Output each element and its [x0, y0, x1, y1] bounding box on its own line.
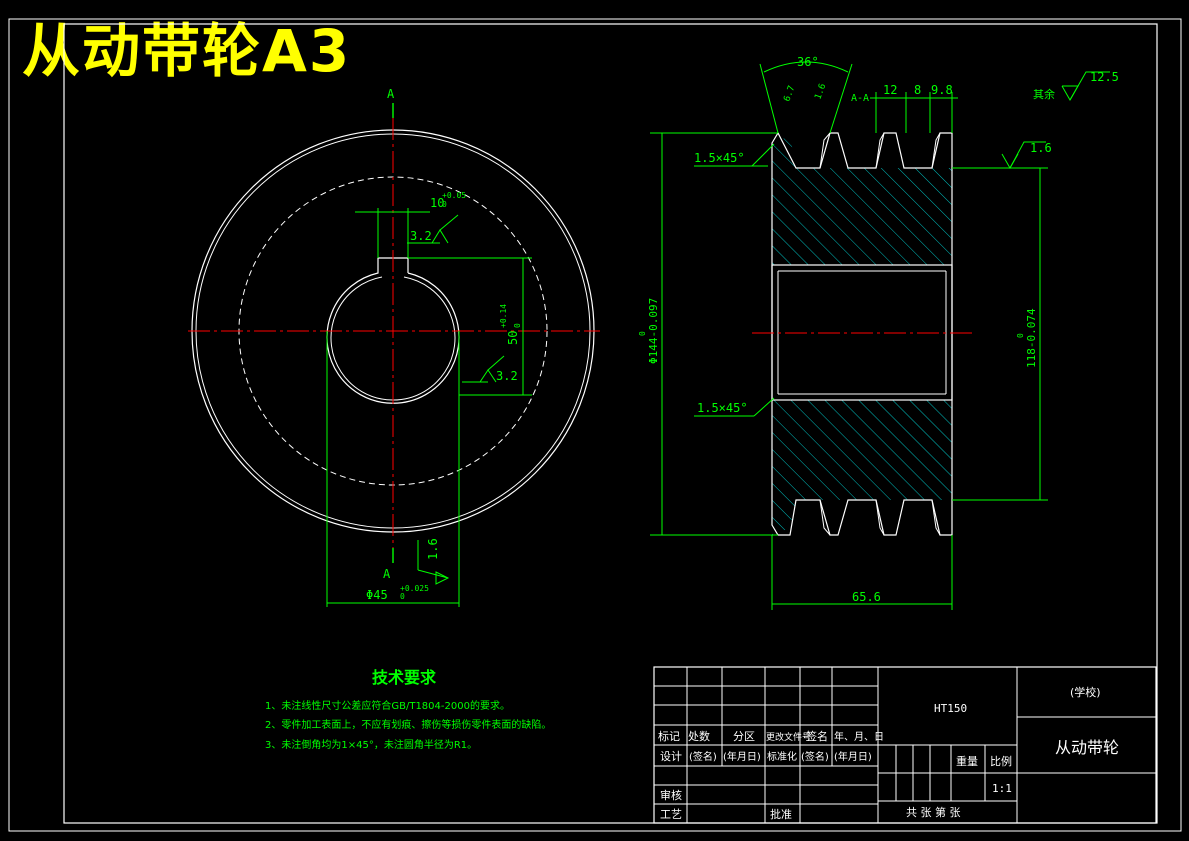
key-width-tol-upper: +0.05: [442, 191, 466, 200]
tb-approve: 批准: [770, 807, 792, 821]
pitch-2: 8: [914, 83, 921, 97]
tb-sheets: 共 张 第 张: [906, 805, 961, 819]
roughness-key-text: 3.2: [410, 229, 432, 243]
upper-hatch: [772, 136, 952, 265]
front-view: [188, 103, 600, 607]
tb-header: 更改文件号: [766, 731, 811, 743]
section-label: A-A: [851, 93, 869, 104]
chamfer-top-text: 1.5×45°: [694, 151, 745, 165]
tech-req-item: 3、未注倒角均为1×45°，未注圆角半径为R1。: [265, 738, 477, 751]
roughness-bore-text: 1.6: [426, 538, 440, 560]
tb-standard-date: (年月日): [834, 750, 872, 763]
tb-header: 处数: [688, 730, 710, 743]
tb-standard-sign: (签名): [801, 750, 829, 763]
key-depth-text: 50: [506, 331, 520, 345]
tb-process: 工艺: [660, 808, 682, 821]
section-label-bottom: A: [383, 567, 391, 581]
tb-scale-label: 比例: [990, 754, 1012, 768]
roughness-rim-text: 1.6: [1030, 141, 1052, 155]
drawing-title: 从动带轮A3: [22, 17, 352, 85]
tb-design-sign: (签名): [689, 750, 717, 763]
key-width-text: 10: [430, 196, 444, 210]
section-view: [650, 61, 1110, 610]
roughness-key-side-text: 3.2: [496, 369, 518, 383]
key-width-tol-lower: 0: [442, 200, 447, 209]
tb-design-date: (年月日): [723, 750, 761, 763]
bore-keyway-outline: [326, 257, 460, 404]
outer-dia-upper: 0: [638, 331, 647, 336]
groove-dim-a: 6.7: [782, 84, 797, 103]
tb-school: (学校): [1070, 685, 1101, 699]
tb-review: 审核: [660, 788, 682, 802]
tb-weight-label: 重量: [956, 754, 978, 768]
key-depth-tol-lower: 0: [513, 323, 522, 328]
tb-standard: 标准化: [767, 750, 797, 763]
tb-header: 分区: [733, 730, 755, 743]
section-outline: [771, 131, 953, 536]
tech-req-heading: 技术要求: [372, 668, 437, 687]
width-text: 65.6: [852, 590, 881, 604]
tb-part-name: 从动带轮: [1055, 738, 1119, 757]
groove-dim-b: 1.6: [813, 82, 828, 101]
tb-material: HT150: [934, 702, 967, 715]
chamfer-bore-text: 1.5×45°: [697, 401, 748, 415]
tb-header: 标记: [658, 729, 680, 743]
tech-req-item: 2、零件加工表面上，不应有划痕、擦伤等损伤零件表面的缺陷。: [265, 718, 551, 731]
groove-angle-text: 36°: [797, 55, 819, 69]
hub-dim-text: 118-0.074: [1025, 308, 1038, 368]
pitch-3: 9.8: [931, 83, 953, 97]
bore-tol-upper: +0.025: [400, 584, 429, 593]
bore-dia-text: Φ45: [366, 588, 388, 602]
tb-design: 设计: [660, 750, 682, 763]
section-label-top: A: [387, 87, 395, 101]
title-block: [653, 666, 1157, 824]
inner-frame: [63, 23, 1158, 824]
other-roughness-value: 12.5: [1090, 70, 1119, 84]
key-depth-tol-upper: +0.14: [499, 304, 508, 328]
pitch-1: 12: [883, 83, 897, 97]
tb-scale-value: 1:1: [992, 782, 1012, 795]
tech-req-item: 1、未注线性尺寸公差应符合GB/T1804-2000的要求。: [265, 699, 510, 712]
outer-frame: [8, 18, 1182, 832]
hub-dim-upper: 0: [1016, 333, 1025, 338]
tb-header: 签名: [806, 729, 828, 743]
other-roughness-label: 其余: [1033, 87, 1055, 101]
bore-tol-lower: 0: [400, 592, 405, 601]
outer-dia-text: Φ144-0.097: [647, 298, 660, 364]
tb-header: 年、月、日: [834, 730, 884, 743]
lower-hatch: [772, 400, 952, 535]
